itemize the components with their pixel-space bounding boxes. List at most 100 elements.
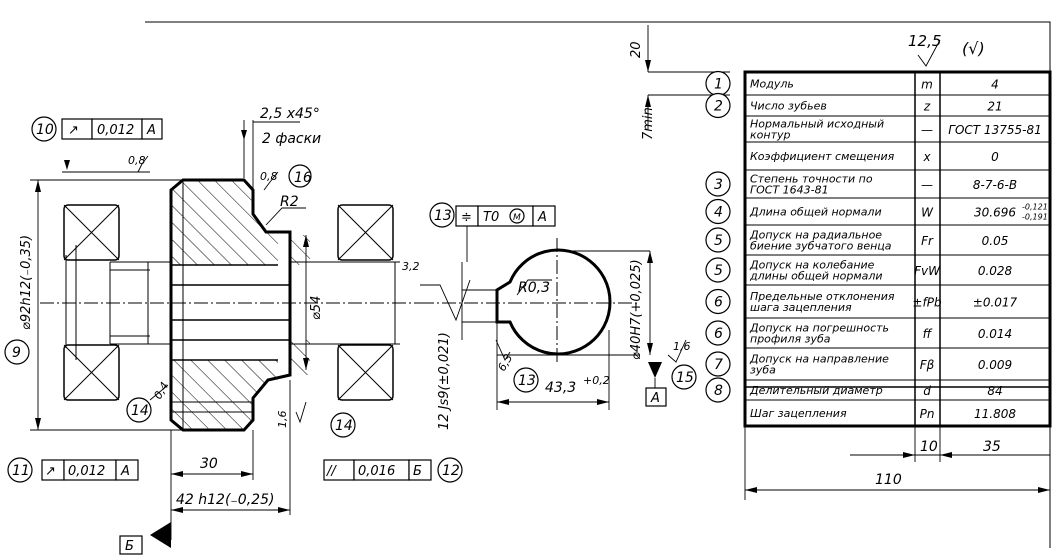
f13-sym: ≑ [461, 210, 472, 225]
row-callout-circle-11 [705, 377, 731, 403]
table-val-2: ГОСТ 13755-81 [948, 123, 1041, 137]
row-callout-circle-5 [705, 198, 731, 225]
table-val-3: 0 [991, 150, 999, 164]
row-callout-4: 3 [714, 177, 723, 193]
row-callout-circle-7 [705, 257, 731, 283]
datum-b-label: Б [125, 539, 134, 554]
roughness-top: 0,8 0,8 16 [62, 154, 312, 191]
roughness-r1: 0,8 [128, 154, 146, 167]
row-callout-1: 2 [714, 99, 723, 115]
dim-diameter-54: ⌀54 [303, 235, 324, 370]
row-callout-circle-10 [705, 351, 731, 377]
r03-label: R0,3 [518, 280, 550, 296]
row-callout-circle-4 [705, 171, 731, 197]
table-name-6-1: биение зубчатого венца [750, 240, 892, 253]
f10-val: 0,012 [97, 123, 134, 138]
datum-b: Б [119, 522, 171, 555]
f10-base: A [146, 123, 156, 138]
table-sym-10: Fβ [920, 358, 935, 372]
table-name-10-0: Допуск на направление [749, 353, 889, 366]
table-sym-1: z [923, 100, 931, 114]
row-callout-9: 6 [714, 326, 723, 342]
keyway-width-label: 12 Js9(±0,021) [437, 332, 452, 430]
bore-diameter-label: ⌀40H7(+0,025) [629, 259, 644, 360]
callout-15: 15 [676, 370, 694, 386]
shaft-outline [65, 245, 400, 360]
callout-12: 12 [442, 463, 460, 479]
table-name-11-0: Делительный диаметр [749, 384, 883, 397]
outer-diameter-label: ⌀92h12(₋0,35) [19, 235, 34, 330]
table-val-0: 4 [991, 78, 999, 92]
table-val-1: 21 [987, 100, 1002, 114]
callout-9: 9 [12, 345, 21, 361]
table-name-6-0: Допуск на радиальное [749, 229, 882, 242]
chamfer-label: 2,5 x45° [260, 106, 320, 122]
dim-10-label: 10 [920, 439, 938, 455]
table-sym-3: x [922, 150, 931, 164]
roughness-general: 12,5 [908, 32, 941, 50]
callout-16-circle [288, 164, 312, 188]
callout-16: 16 [294, 170, 312, 186]
gear-section [40, 178, 420, 432]
table-dims: 10 35 110 [744, 426, 1051, 500]
table-name-8-1: шага зацепления [750, 301, 852, 314]
table-sym-6: Fr [921, 234, 934, 248]
table-name-10-1: зуба [750, 364, 776, 377]
callout-11: 11 [12, 463, 30, 479]
roughness-r5: 1,6 [276, 411, 289, 429]
dim-outer-diameter: ⌀92h12(₋0,35) [19, 179, 183, 431]
callout-10: 10 [36, 122, 54, 138]
f11-val: 0,012 [68, 464, 105, 479]
row-callout-circle-6 [705, 227, 731, 253]
callout-13a: 13 [434, 208, 452, 224]
f11-base: A [120, 464, 130, 479]
table-name-1-0: Число зубьев [750, 100, 827, 113]
table-name-9-1: профиля зуба [750, 333, 831, 346]
keyway-depth-label: 43,3 [545, 380, 576, 396]
row-callout-circle-1 [705, 92, 731, 119]
callout-14a: 14 [131, 403, 149, 419]
table-val-11: 84 [987, 384, 1002, 398]
general-roughness: 12,5 (√) [908, 32, 985, 67]
roughness-r3: 3,2 [402, 260, 420, 273]
table-sym-11: d [923, 384, 931, 398]
f13-val: T0 [483, 210, 499, 225]
roughness-general-paren: (√) [962, 39, 985, 58]
table-val-9: 0.014 [978, 327, 1012, 341]
f12-sym: // [326, 464, 337, 479]
datum-a-label: A [650, 391, 660, 406]
table-name-0-0: Модуль [750, 78, 794, 91]
table-sym-0: m [921, 78, 933, 92]
row-callout-6: 5 [714, 233, 723, 249]
row-callout-circle-9 [705, 320, 731, 346]
f11-sym: ↗ [45, 464, 56, 479]
table-name-12-0: Шаг зацепления [750, 407, 847, 420]
table-name-8-0: Предельные отклонения [750, 290, 895, 303]
table-val-6: 0.05 [982, 234, 1009, 248]
dim-35-label: 35 [983, 439, 1001, 455]
table-name-2-1: контур [750, 129, 790, 142]
roughness-r2: 0,8 [260, 170, 278, 183]
table-sym-9: ff [923, 327, 933, 341]
f12-base: Б [413, 464, 422, 479]
table-name-4-0: Степень точности по [750, 173, 873, 186]
table-val-7: 0.028 [978, 264, 1013, 278]
table-name-7-1: длины общей нормали [749, 270, 883, 283]
keyway-depth-tol: +0,2 [583, 374, 610, 387]
bearing-symbols [63, 204, 394, 401]
table-name-5-0: Длина общей нормали [749, 206, 882, 219]
table-name-7-0: Допуск на колебание [749, 259, 875, 272]
table-tol-top: -0,121 [1022, 203, 1048, 212]
table-name-4-1: ГОСТ 1643-81 [750, 184, 829, 197]
row-callout-5: 4 [714, 205, 723, 221]
len-30-label: 30 [200, 456, 218, 472]
table-sym-12: Pn [920, 407, 935, 421]
table-val-12: 11.808 [974, 407, 1016, 421]
table-tol-bottom: -0,191 [1022, 213, 1048, 222]
f13-mod: M [513, 213, 521, 223]
table-name-2-0: Нормальный исходный [750, 118, 884, 131]
chamfer-leader: 2,5 x45° 2 фаски [241, 106, 321, 188]
callout-13b: 13 [518, 373, 536, 389]
table-sym-2: — [921, 123, 933, 137]
